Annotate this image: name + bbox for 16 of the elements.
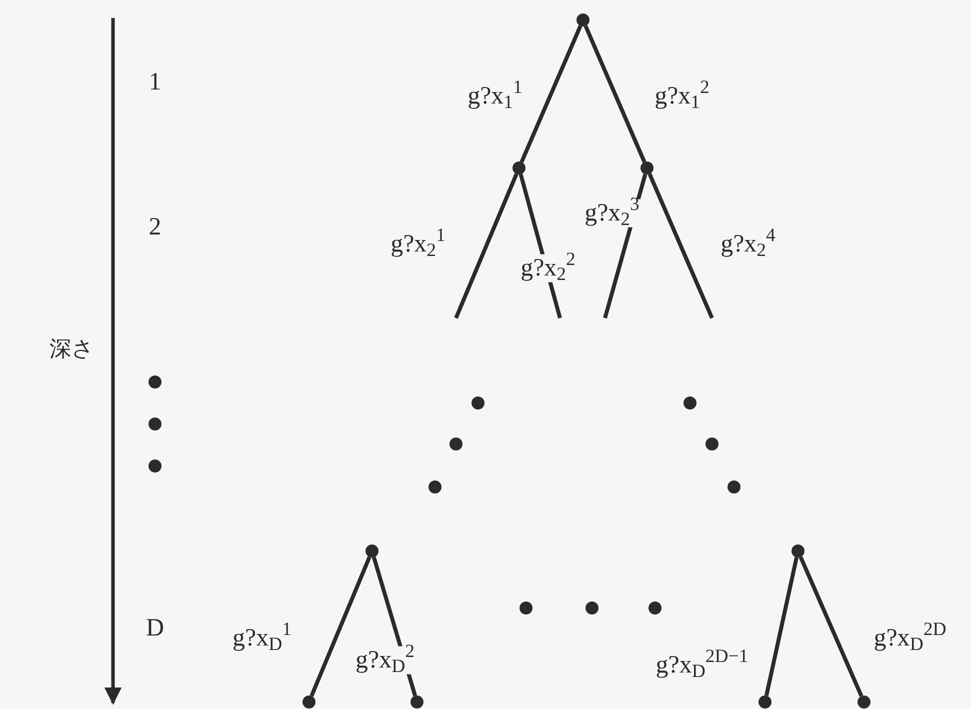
tree-branch <box>310 556 372 697</box>
tree-node-dot <box>576 14 590 26</box>
tree-node-dot <box>640 162 654 174</box>
tree-branch <box>764 556 799 696</box>
tree-node-dot <box>302 696 316 708</box>
tree-branch <box>648 173 714 319</box>
tree-branch <box>454 173 518 319</box>
tree-node-dot <box>410 696 424 708</box>
tree-node-dot <box>758 696 772 708</box>
tree-branch <box>798 556 864 697</box>
tree-node-dot <box>858 696 870 708</box>
tree-node-dot <box>792 544 804 558</box>
tree-node-dot <box>366 544 378 558</box>
tree-branch <box>520 25 582 163</box>
tree-branch <box>584 25 646 163</box>
tree-node-dot <box>512 162 526 174</box>
